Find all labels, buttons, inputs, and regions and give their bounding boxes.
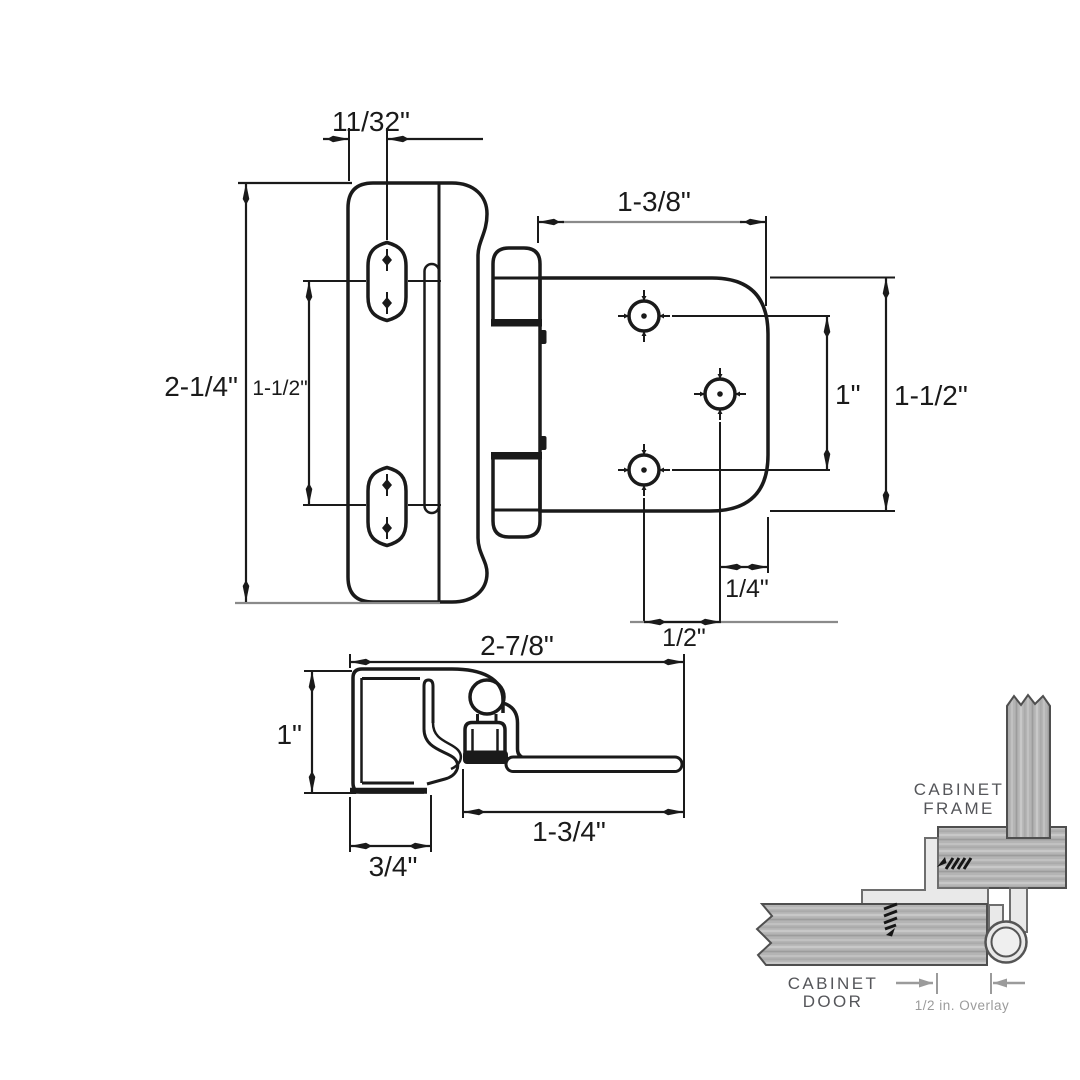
dim-frame-wing-height: 1-1/2": [894, 380, 968, 411]
hinge-knuckle-bottom: [491, 452, 542, 539]
hinge-knuckle-top: [491, 246, 542, 326]
dim-overall-depth: 2-7/8": [480, 630, 554, 661]
overlay-label: 1/2 in. Overlay: [915, 998, 1010, 1013]
dim-frame-wing-width: 1-3/8": [617, 186, 691, 217]
door-screw: [883, 902, 898, 937]
dim-hole-to-edge: 1/4": [725, 575, 769, 603]
overlay-callout: [896, 973, 1025, 994]
dim-mount-slot-offset: 11/32": [332, 106, 410, 137]
dim-slot-spacing: 1-1/2": [252, 377, 307, 400]
barrel-inner-ring: [990, 926, 1022, 958]
screw-hole-bottom: [618, 444, 670, 496]
dim-door-wing-length: 2-1/4": [164, 371, 238, 402]
side-view-drawing: 2-7/8" 1" 1-3/4" 3/4": [276, 630, 685, 882]
screw-hole-top: [618, 290, 670, 342]
frame-wing-plate: [538, 276, 770, 513]
cabinet-frame-stile: [1006, 693, 1051, 839]
spring-bracket: [463, 720, 507, 758]
dimension-lines-top-view: [242, 135, 890, 626]
dim-hole-spacing: 1": [835, 379, 861, 410]
dim-arm-length: 1-3/4": [532, 816, 606, 847]
dim-wrap-depth: 3/4": [369, 851, 418, 882]
dimension-lines-side-view: [308, 658, 684, 850]
door-wrap-profile: [351, 667, 452, 794]
frame-arm: [504, 755, 684, 773]
cabinet-door-label-line2: DOOR: [803, 992, 864, 1011]
cabinet-door-label-line1: CABINET: [788, 974, 878, 993]
bend-relief-slot: [423, 262, 441, 515]
frame-screw: [937, 857, 973, 870]
cabinet-door-board: [755, 903, 988, 966]
dim-wrap-height: 1": [276, 719, 302, 750]
screw-hole-middle: [694, 368, 746, 420]
cabinet-frame-label-line2: FRAME: [923, 799, 995, 818]
door-wing-slots: [366, 240, 408, 548]
cabinet-frame-label-line1: CABINET: [914, 780, 1004, 799]
installation-illustration: CABINET FRAME CABINET DOOR 1/2 in. Overl…: [755, 693, 1067, 1013]
top-view-drawing: 11/32" 2-1/4" 1-1/2" 1-3/8" 1" 1-1/2" 1/…: [164, 106, 968, 652]
frame-wing-holes: [618, 290, 746, 496]
dim-hole-center-offset: 1/2": [662, 624, 706, 652]
door-wing-plate: [346, 181, 489, 604]
